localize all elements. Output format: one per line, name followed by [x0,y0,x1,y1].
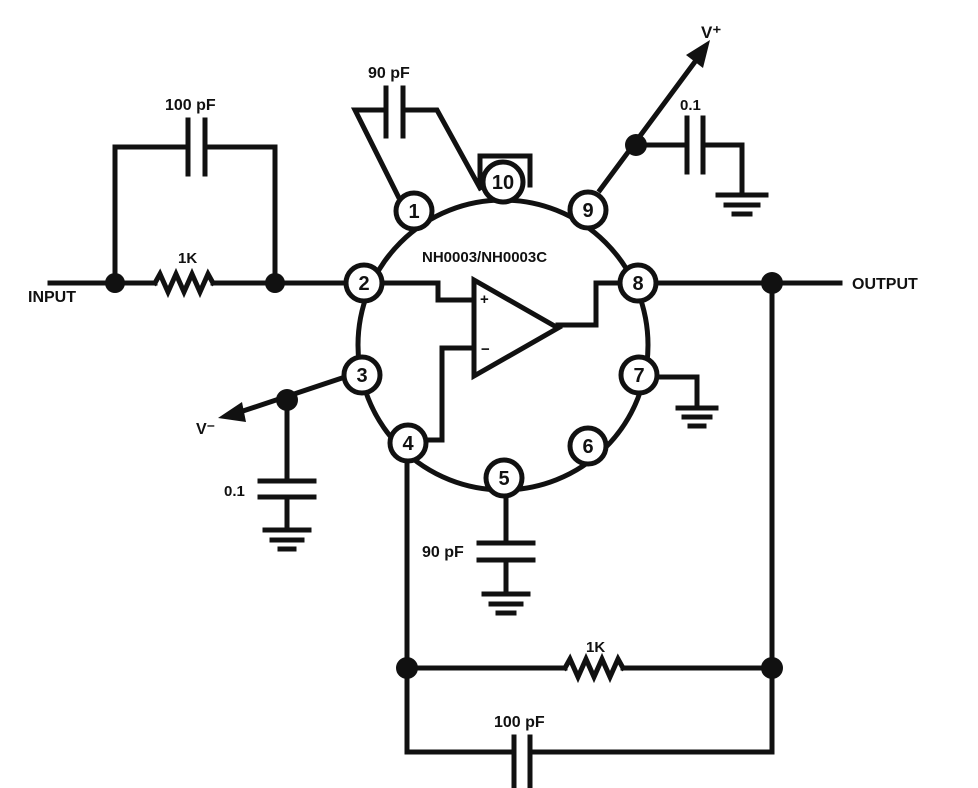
wire [652,374,700,410]
resistor-feedback [561,652,627,684]
svg-text:2: 2 [358,273,369,295]
junction-dot [396,657,418,679]
svg-text:1: 1 [408,201,419,223]
junction-dot [625,134,647,156]
res-feedback-label: 1K [586,639,605,656]
vminus-arrow-icon [218,402,246,422]
input-label: INPUT [28,289,76,306]
pin-9: 9 [567,189,609,231]
res-input-label: 1K [178,250,197,267]
pin-6: 6 [567,425,609,467]
opamp-symbol [471,275,564,381]
cap-comp-label: 90 pF [368,65,410,82]
vplus-wire [596,51,704,194]
junction-dot [761,657,783,679]
svg-text:6: 6 [582,436,593,458]
pin-8: 8 [617,262,659,304]
wire [400,107,484,192]
pin-5: 5 [483,457,525,499]
svg-text:4: 4 [402,433,414,455]
svg-text:8: 8 [632,273,643,295]
svg-text:7: 7 [633,365,644,387]
svg-text:9: 9 [582,200,593,222]
junction-dot [105,273,125,293]
pin-1: 1 [393,190,435,232]
wire [417,345,477,443]
pin-7: 7 [618,354,660,396]
pin-10: 10 [480,159,526,205]
cap-pin5-label: 90 pF [422,544,464,561]
junction-dot [276,389,298,411]
vplus-label: V⁺ [701,23,721,42]
wire [700,142,745,198]
cap-vplus-label: 0.1 [680,97,701,114]
opamp-plus: + [480,291,489,308]
wire [477,153,533,188]
opamp-minus: − [481,341,490,358]
cap-vminus-label: 0.1 [224,483,245,500]
cap-input-label: 100 pF [165,97,216,114]
svg-text:3: 3 [356,365,367,387]
svg-text:10: 10 [492,172,514,194]
svg-text:5: 5 [498,468,509,490]
chip-label: NH0003/NH0003C [422,249,547,266]
cap-feedback-label: 100 pF [494,714,545,731]
pin-2: 2 [343,262,385,304]
pin-4: 4 [387,422,429,464]
resistor-input [151,267,217,299]
wire [555,280,623,328]
wire [202,144,278,286]
wire [112,144,191,286]
wire [377,280,477,303]
output-label: OUTPUT [852,276,918,293]
junction-dot [265,273,285,293]
wire [350,107,402,200]
pin-3: 3 [341,354,383,396]
vplus-arrow-icon [686,40,710,68]
vminus-label: V⁻ [196,421,215,438]
